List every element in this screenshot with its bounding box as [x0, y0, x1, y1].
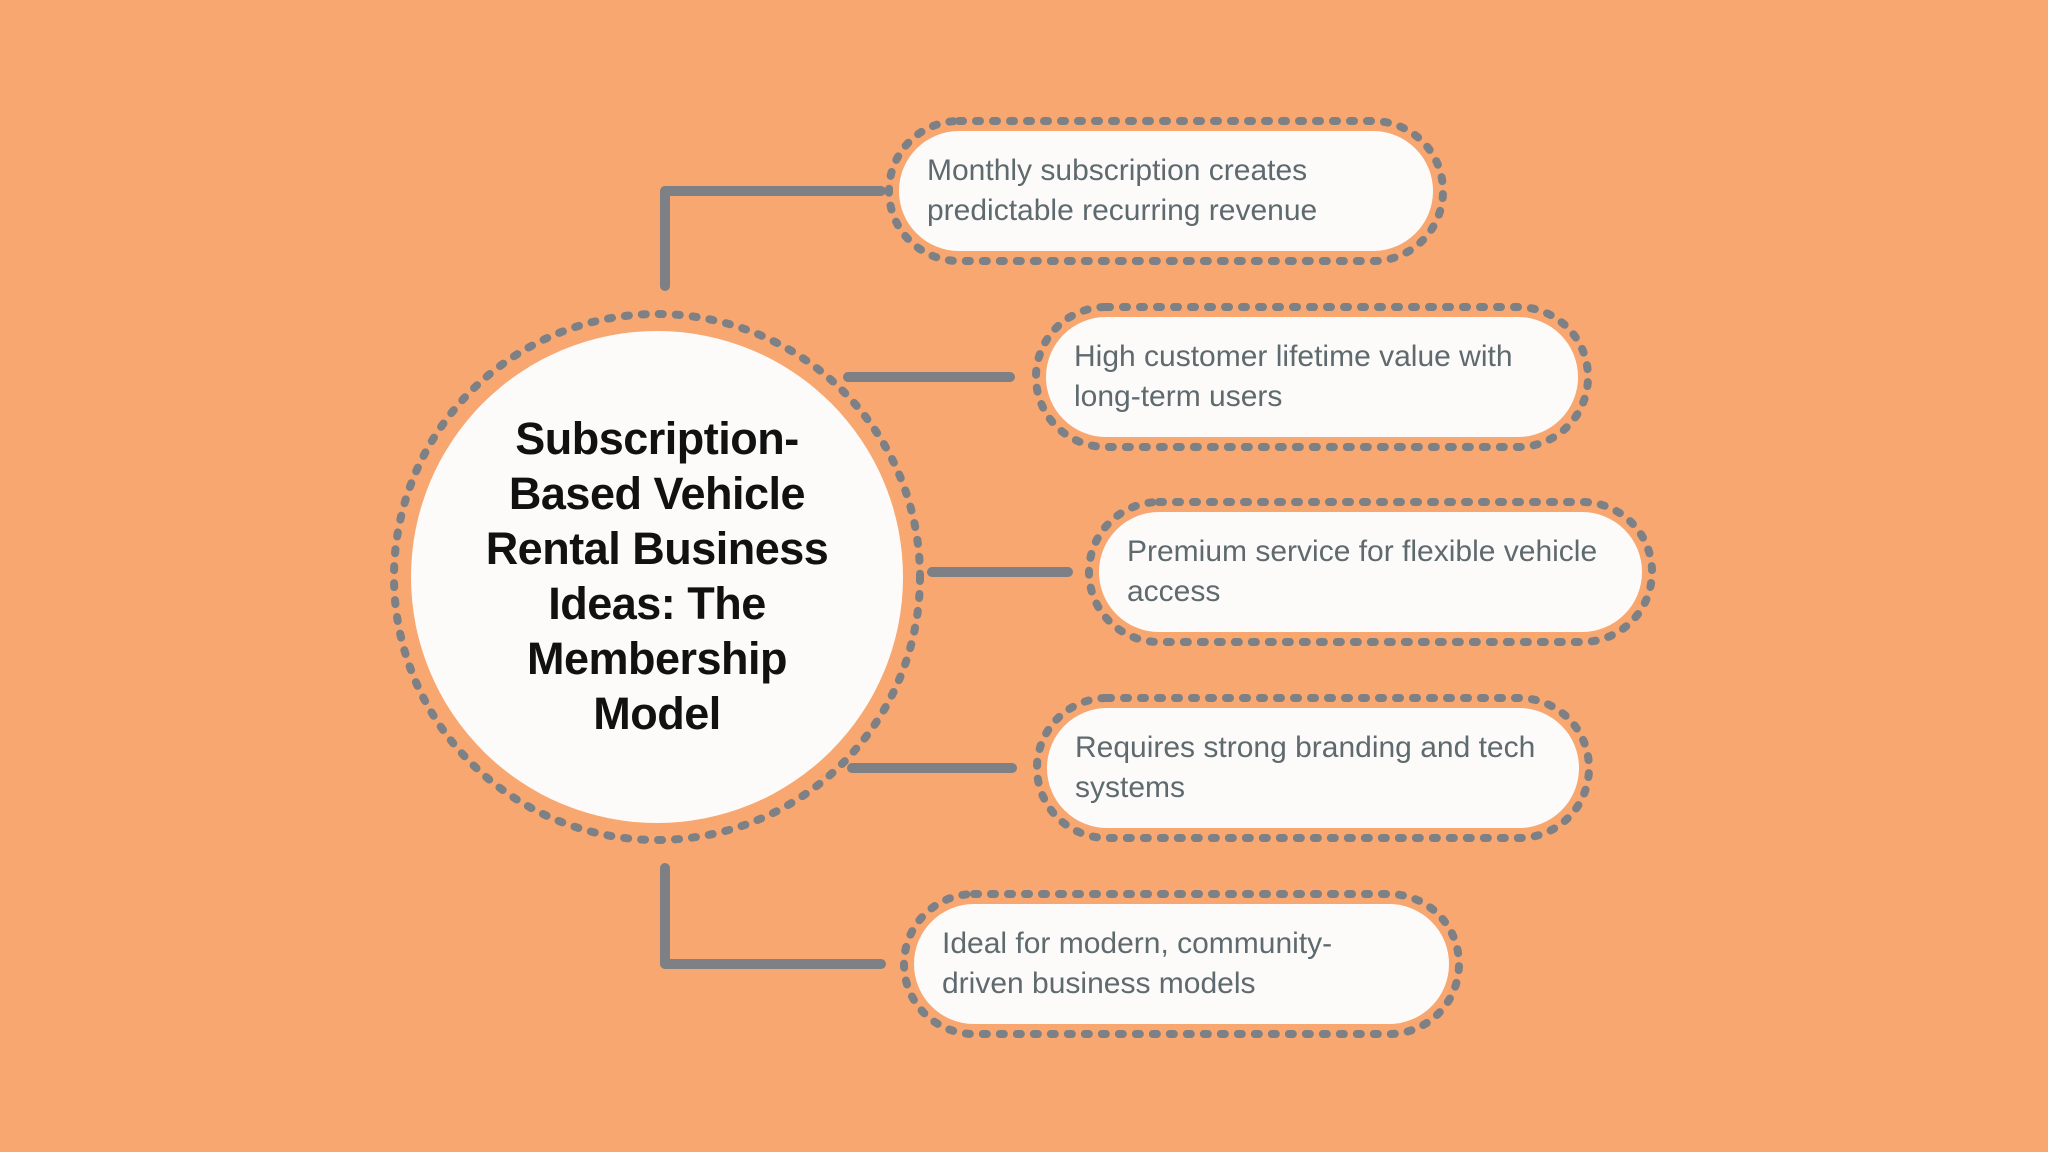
central-topic-title: Subscription- Based Vehicle Rental Busin…	[485, 413, 829, 739]
branch-node-1-label: Monthly subscription creates predictable…	[927, 154, 1318, 227]
branch-node-4: Requires strong branding and tech system…	[1033, 694, 1593, 842]
branch-node-3-dashed-border	[1085, 498, 1656, 646]
central-topic-node: Subscription- Based Vehicle Rental Busin…	[390, 310, 924, 844]
branch-node-3-fill: Premium service for flexible vehicle acc…	[1099, 512, 1642, 632]
branch-node-3-label: Premium service for flexible vehicle acc…	[1127, 535, 1598, 608]
branch-node-1: Monthly subscription creates predictable…	[885, 117, 1447, 265]
branch-node-2-fill: High customer lifetime value with long-t…	[1046, 317, 1578, 437]
branch-node-5: Ideal for modern, community- driven busi…	[900, 890, 1463, 1038]
central-node-dashed-border	[390, 310, 924, 844]
connector-branch-1-elbow	[660, 186, 886, 291]
branch-node-3: Premium service for flexible vehicle acc…	[1085, 498, 1656, 646]
branch-node-4-fill: Requires strong branding and tech system…	[1047, 708, 1579, 828]
branch-node-5-label: Ideal for modern, community- driven busi…	[942, 927, 1333, 1000]
branch-node-1-fill: Monthly subscription creates predictable…	[899, 131, 1433, 251]
connector-branch-5-elbow	[660, 863, 886, 969]
branch-node-1-dashed-border	[885, 117, 1447, 265]
branch-node-5-fill: Ideal for modern, community- driven busi…	[914, 904, 1449, 1024]
branch-node-4-label: Requires strong branding and tech system…	[1075, 731, 1536, 804]
central-node-fill: Subscription- Based Vehicle Rental Busin…	[411, 331, 903, 823]
branch-node-4-dashed-border	[1033, 694, 1593, 842]
branch-node-5-dashed-border	[900, 890, 1463, 1038]
branch-node-2-dashed-border	[1032, 303, 1592, 451]
branch-node-2: High customer lifetime value with long-t…	[1032, 303, 1592, 451]
branch-node-2-label: High customer lifetime value with long-t…	[1074, 340, 1513, 413]
